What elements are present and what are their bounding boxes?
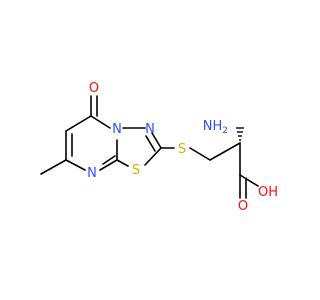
atom-hydroxyl: OH (258, 185, 278, 200)
bond-n-c-fused (99, 159, 118, 171)
bonds (40, 95, 259, 199)
bond-n-c2-double (145, 135, 156, 152)
bond-c2-s (144, 147, 162, 166)
bond-c-n-bottom (65, 159, 86, 171)
atom-o-carbonyl: O (89, 81, 99, 96)
atom-o-acid: O (238, 199, 248, 214)
atom-n-ring-top: N (112, 122, 122, 137)
atom-n-ring-bottom: N (87, 166, 97, 181)
structure-diagram: O N N N S S NH2 O OH (40, 81, 278, 214)
bond-n-c2 (151, 132, 162, 149)
bond-ch2-ca (209, 142, 241, 161)
atom-s-thioether: S (178, 142, 186, 157)
bond-n-c-fused-double (102, 155, 116, 165)
bond-methyl (40, 159, 67, 175)
bond-c-s-ring (116, 159, 129, 167)
stereo-wedge (236, 127, 244, 141)
molecule-canvas: O N N N S S NH2 O OH (40, 81, 278, 214)
atom-n-thiadiazole: N (145, 122, 155, 137)
atom-s-ring: S (132, 163, 140, 178)
bond-c-n-top (90, 115, 111, 129)
bond-c-c-ring-2 (65, 115, 92, 132)
bond-c-oh (239, 174, 259, 187)
atom-amine: NH2 (203, 119, 228, 136)
bond-s-ch2 (189, 147, 211, 161)
